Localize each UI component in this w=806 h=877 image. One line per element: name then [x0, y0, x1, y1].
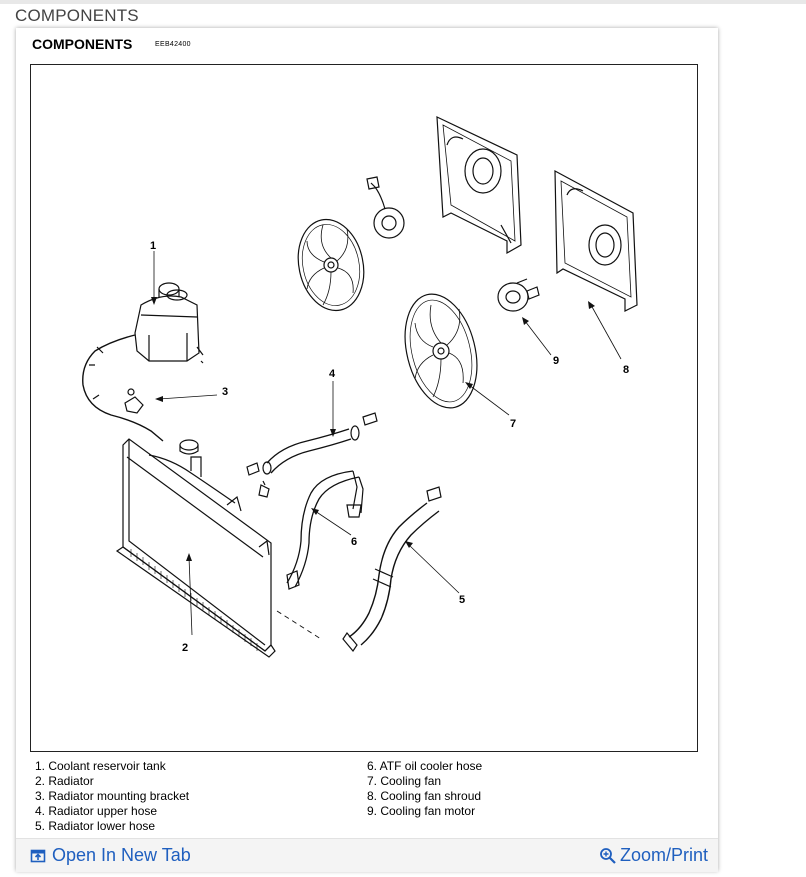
legend-item: 3. Radiator mounting bracket [35, 789, 190, 803]
callout-arrowheads [151, 297, 595, 561]
legend-left: 1. Coolant reservoir tank 2. Radiator 3.… [35, 759, 189, 834]
legend-item: 4. Radiator upper hose [35, 804, 158, 818]
diagram-frame: 1 2 3 4 5 6 7 8 9 [30, 64, 698, 752]
cooling-fan-upper [297, 218, 365, 312]
page-title: COMPONENTS [15, 6, 139, 25]
diagram-code: EEB42400 [155, 41, 191, 48]
radiator-cap [179, 439, 199, 455]
radiator-fins [130, 549, 258, 651]
cooling-fan-motor-upper [366, 176, 405, 239]
legend-item: 8. Cooling fan shroud [367, 789, 482, 803]
diagram-heading: COMPONENTS [32, 36, 133, 52]
legend-item: 7. Cooling fan [367, 774, 442, 788]
callout-leaders [153, 251, 622, 636]
cooling-fan-shroud [554, 169, 638, 312]
dashed-guide-line [276, 610, 322, 640]
cooling-fan-shroud-upper [436, 116, 522, 255]
callout-6: 6 [351, 536, 357, 548]
callout-3: 3 [222, 386, 228, 398]
zoom-print-link[interactable]: Zoom/Print [599, 845, 708, 866]
open-in-new-tab-label: Open In New Tab [52, 845, 191, 865]
callout-4: 4 [329, 368, 336, 380]
legend-item: 1. Coolant reservoir tank [35, 759, 166, 773]
callout-2: 2 [182, 642, 188, 654]
diagram-card: COMPONENTS EEB42400 [16, 28, 718, 872]
callout-9: 9 [553, 355, 559, 367]
overflow-hose [82, 334, 164, 442]
legend-item: 5. Radiator lower hose [35, 819, 156, 833]
radiator-mounting-bracket [124, 388, 144, 414]
radiator-upper-hose [246, 412, 378, 476]
radiator-lower-hose [342, 486, 442, 653]
callout-5: 5 [459, 594, 465, 606]
callout-7: 7 [510, 418, 516, 430]
zoom-print-label: Zoom/Print [619, 845, 708, 865]
callout-1: 1 [150, 240, 156, 252]
open-new-tab-icon [30, 849, 46, 862]
exploded-view-drawing: 1 2 3 4 5 6 7 8 9 [82, 116, 638, 658]
cooling-fan [404, 293, 478, 409]
legend-item: 2. Radiator [35, 774, 94, 788]
legend-item: 6. ATF oil cooler hose [367, 759, 483, 773]
coolant-reservoir-tank [134, 282, 204, 364]
top-bar [0, 0, 806, 4]
card-footer: Open In New Tab Zoom/Print [16, 838, 718, 872]
open-in-new-tab-link[interactable]: Open In New Tab [30, 845, 191, 866]
atf-oil-cooler-hose [286, 470, 364, 590]
magnifier-plus-icon [600, 847, 616, 864]
callout-8: 8 [623, 364, 629, 376]
legend-item: 9. Cooling fan motor [367, 804, 476, 818]
cooling-fan-motor [497, 278, 540, 312]
radiator [115, 438, 276, 658]
legend-right: 6. ATF oil cooler hose 7. Cooling fan 8.… [367, 759, 482, 819]
